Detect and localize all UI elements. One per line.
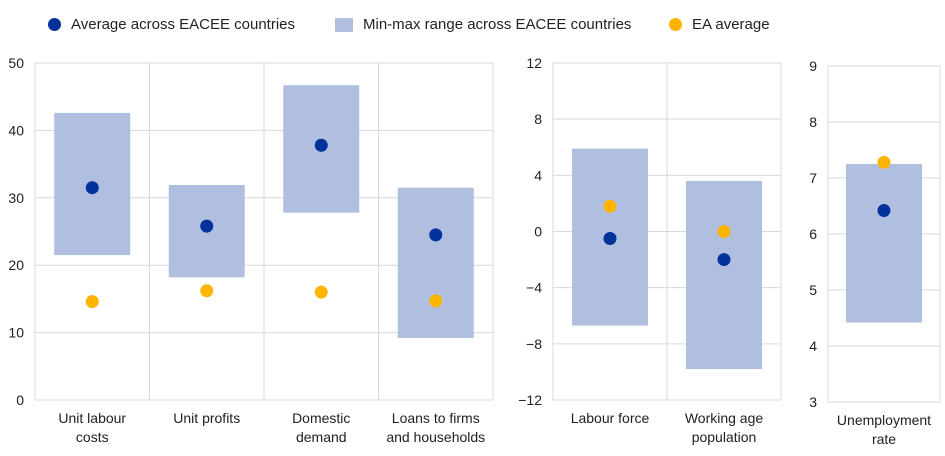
panel3-average-point-1 <box>877 203 891 217</box>
panel1-ytick-label: 0 <box>16 392 24 408</box>
panel1-average-point-1 <box>85 181 99 195</box>
panel2-category-label: Working age <box>685 410 764 426</box>
panel1-category-label: Loans to firms <box>392 410 480 426</box>
panel3-frame <box>827 65 941 403</box>
panel2-ytick-label: −4 <box>526 280 542 296</box>
panel1-ytick-label: 10 <box>8 325 24 341</box>
panel3-ytick-label: 6 <box>809 226 817 242</box>
panel3-ea-point-1 <box>877 155 891 169</box>
panel1-ea-point-2 <box>200 284 214 298</box>
panel1-ytick-label: 50 <box>8 55 24 71</box>
panel1-ea-point-1 <box>85 295 99 309</box>
panel3-ytick-label: 7 <box>809 170 817 186</box>
panel1-ytick-label: 30 <box>8 190 24 206</box>
legend-item-ea: EA average <box>669 16 770 33</box>
legend-ea-dot-icon <box>669 18 682 31</box>
panel1-ea-point-4 <box>429 294 443 308</box>
panel1-category-label: demand <box>296 429 347 445</box>
legend: Average across EACEE countries Min-max r… <box>0 0 945 50</box>
panel3-ytick-label: 3 <box>809 394 817 410</box>
panel2-category-label: population <box>692 429 757 445</box>
legend-item-range: Min-max range across EACEE countries <box>335 16 631 33</box>
panel2-ytick-label: 0 <box>534 224 542 240</box>
panel1-ytick-label: 40 <box>8 122 24 138</box>
panel1-average-point-2 <box>200 219 214 233</box>
panel2-ea-point-1 <box>603 199 617 213</box>
legend-average-label: Average across EACEE countries <box>71 16 295 33</box>
panel1-frame <box>34 62 494 401</box>
panel2-ea-point-2 <box>717 225 731 238</box>
panel2-ytick-label: −12 <box>518 392 542 408</box>
legend-ea-label: EA average <box>692 16 770 33</box>
panel3-ytick-label: 5 <box>809 282 817 298</box>
panel3-ytick-label: 9 <box>809 58 817 74</box>
panel3-category-label: rate <box>872 431 896 447</box>
panel1-average-point-4 <box>429 228 443 242</box>
panel3-ytick-label: 8 <box>809 114 817 130</box>
legend-average-dot-icon <box>48 18 61 31</box>
panel3-category-label: Unemployment <box>837 412 931 428</box>
panel2-ytick-label: 4 <box>534 167 542 183</box>
panel1-category-label: Unit profits <box>173 410 240 426</box>
panel2-frame <box>552 62 782 401</box>
panel2-category-label: Labour force <box>571 410 650 426</box>
panel1-category-label: costs <box>76 429 109 445</box>
panel1-ea-point-3 <box>314 285 328 299</box>
panel2-range-bar-2 <box>686 180 762 370</box>
panel2-ytick-label: −8 <box>526 336 542 352</box>
legend-range-label: Min-max range across EACEE countries <box>363 16 632 33</box>
legend-item-average: Average across EACEE countries <box>48 16 295 33</box>
panel2-ytick-label: 12 <box>526 55 542 71</box>
legend-range-rect-icon <box>335 17 353 32</box>
panel2-average-point-1 <box>603 232 617 246</box>
panel2-ytick-label: 8 <box>534 111 542 127</box>
panel1-category-label: and households <box>386 429 485 445</box>
panel1-range-bar-4 <box>397 187 474 338</box>
panel3-range-bar-1 <box>846 164 922 323</box>
panel3-ytick-label: 4 <box>809 338 817 354</box>
panel1-ytick-label: 20 <box>8 257 24 273</box>
panel1-average-point-3 <box>314 138 328 152</box>
panel2-average-point-2 <box>717 253 731 267</box>
panel1-category-label: Domestic <box>292 410 350 426</box>
panel1-category-label: Unit labour <box>58 410 126 426</box>
